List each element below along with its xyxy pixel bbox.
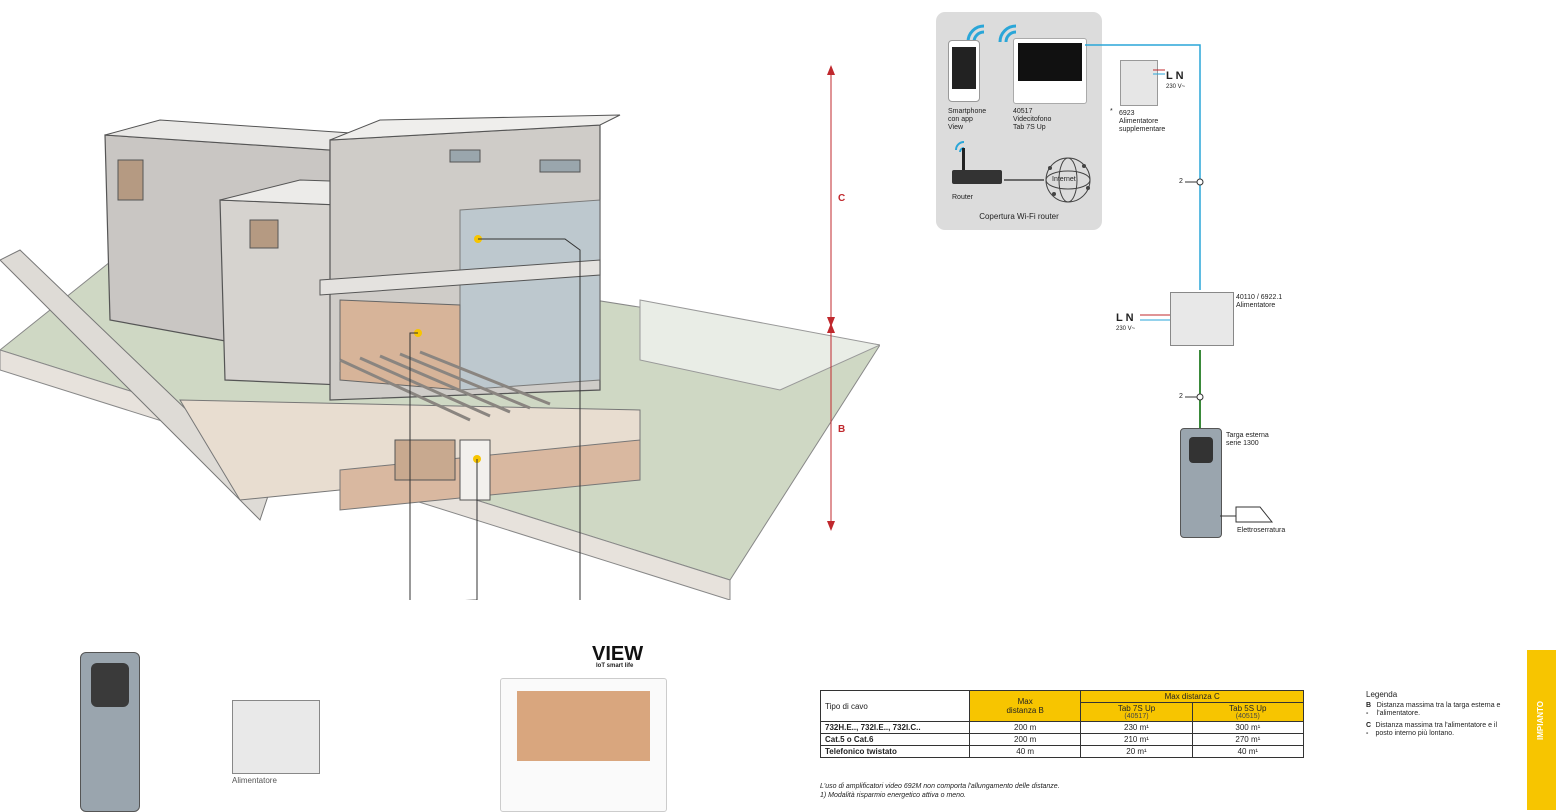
- ln-label-mid: L N: [1116, 312, 1134, 324]
- monitor-label: 40517 Videcitofono Tab 7S Up: [1013, 108, 1052, 131]
- bus-wiring: [1085, 44, 1204, 430]
- legend-key-c: C -: [1366, 722, 1372, 737]
- cell-type: Telefonico twistato: [820, 745, 970, 758]
- cell-b: 40 m: [968, 745, 1082, 758]
- door-panel-label: Targa esterna serie 1300: [1226, 432, 1269, 447]
- wire-count-bottom: 2: [1179, 393, 1183, 400]
- supplementary-psu-label: 6923 Alimentatore supplementare: [1119, 110, 1166, 133]
- cell-c5: 300 m¹: [1191, 721, 1305, 734]
- house-illustration: [0, 114, 880, 600]
- internet-label: Internet: [1052, 176, 1076, 183]
- wire-count-top: 2: [1179, 178, 1183, 185]
- cell-c7: 210 m¹: [1080, 733, 1193, 746]
- legend-item-c: C - Distanza massima tra l'alimentatore …: [1366, 722, 1516, 738]
- smartphone-label: Smartphone con app View: [948, 108, 987, 131]
- view-brand-tagline: IoT smart life: [596, 663, 634, 669]
- router-icon: [952, 141, 1002, 184]
- cable-distance-table: Tipo di cavo Max distanza B Max distanza…: [820, 690, 1305, 758]
- electric-lock-label: Elettroserratura: [1237, 527, 1286, 534]
- cell-b: 200 m: [968, 733, 1082, 746]
- voltage-label-mid: 230 V~: [1116, 326, 1136, 332]
- header-max-c: Max distanza C: [1080, 690, 1304, 703]
- tab7-code: (40517): [1124, 713, 1149, 720]
- cell-c7: 20 m¹: [1080, 745, 1193, 758]
- asterisk-mark: *: [1110, 108, 1113, 115]
- ln-label-top: L N: [1166, 70, 1184, 82]
- section-tab: IMPIANTO: [1527, 650, 1556, 810]
- table-row: Telefonico twistato 40 m 20 m¹ 40 m¹: [820, 745, 1305, 758]
- tab5-code: (40515): [1235, 713, 1260, 720]
- external-door-panel-large: [80, 652, 140, 812]
- tab5-name: Tab 5S Up: [1229, 704, 1267, 713]
- wifi-coverage-caption: Copertura Wi-Fi router: [979, 212, 1059, 221]
- table-row: Cat.5 o Cat.6 200 m 210 m¹ 270 m¹: [820, 733, 1305, 746]
- cell-c5: 270 m¹: [1191, 733, 1305, 746]
- cell-c7: 230 m¹: [1080, 721, 1193, 734]
- voltage-label-top: 230 V~: [1166, 84, 1186, 90]
- dimension-c-label: C: [838, 193, 846, 204]
- electric-lock-icon: [1220, 506, 1274, 523]
- cell-type: Cat.5 o Cat.6: [820, 733, 970, 746]
- legend-title: Legenda: [1366, 690, 1398, 699]
- header-tab5: Tab 5S Up(40515): [1191, 702, 1305, 722]
- smartphone-device: [948, 40, 980, 102]
- internet-globe-icon: [1045, 157, 1091, 203]
- ethernet-cable: [1004, 179, 1044, 181]
- external-door-panel: [1180, 428, 1222, 538]
- legend-key-b: B -: [1366, 702, 1372, 717]
- header-tab7: Tab 7S Up(40517): [1080, 702, 1193, 722]
- main-power-supply: [1170, 292, 1234, 346]
- cell-type: 732H.E.., 732I.E.., 732I.C..: [820, 721, 970, 734]
- legend-text-b: Distanza massima tra la targa esterna e …: [1376, 702, 1501, 717]
- power-supply-caption: Alimentatore: [232, 776, 277, 785]
- cell-c5: 40 m¹: [1191, 745, 1305, 758]
- dimension-b-label: B: [838, 424, 846, 435]
- videophone-large: [500, 678, 667, 812]
- table-row: 732H.E.., 732I.E.., 732I.C.. 200 m 230 m…: [820, 721, 1305, 734]
- header-cable-type: Tipo di cavo: [820, 690, 970, 722]
- cell-b: 200 m: [968, 721, 1082, 734]
- router-label: Router: [952, 194, 974, 201]
- tab7-name: Tab 7S Up: [1117, 704, 1156, 713]
- header-max-b: Max distanza B: [968, 690, 1082, 722]
- section-tab-label: IMPIANTO: [1536, 701, 1545, 740]
- legend-item-b: B - Distanza massima tra la targa estern…: [1366, 702, 1516, 718]
- power-supply-device: [232, 700, 320, 774]
- legend-text-c: Distanza massima tra l'alimentatore e il…: [1375, 722, 1498, 737]
- supplementary-power-supply: [1120, 60, 1158, 106]
- table-note-1: L'uso di amplificatori video 692M non co…: [820, 783, 1060, 790]
- view-brand-logo: VIEW: [592, 643, 644, 665]
- height-dimension-arrows: [827, 65, 835, 531]
- table-note-2: 1) Modalità risparmio energetico attiva …: [820, 792, 966, 799]
- main-psu-label: 40110 / 6922.1 Alimentatore: [1236, 294, 1283, 309]
- videophone-monitor: [1013, 38, 1087, 104]
